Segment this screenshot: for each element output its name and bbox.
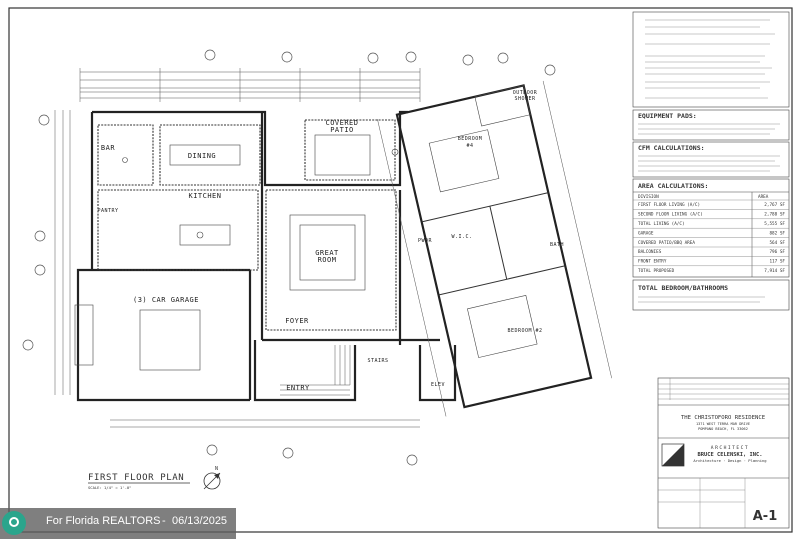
exterior-walls — [76, 110, 457, 402]
area-row-label: FIRST FLOOR LIVING (A/C) — [638, 202, 700, 208]
watermark-brand: For Florida REALTORS — [46, 515, 161, 527]
room-label-bedroom-2: BEDROOM #2 — [507, 328, 542, 334]
architect-label: ARCHITECT — [711, 445, 749, 451]
stair-treads — [280, 345, 351, 396]
realtors-logo-icon — [2, 511, 26, 535]
room-label-bath: BATH — [550, 242, 564, 248]
plan-scale: SCALE: 1/4" = 1'-0" — [88, 485, 131, 490]
architect-name: BRUCE CELENSKI, INC. — [698, 452, 763, 458]
project-address-1: 1371 WEST TERRA MAR DRIVE — [696, 422, 750, 426]
room-label-kitchen: KITCHEN — [188, 192, 221, 200]
area-table-rows: FIRST FLOOR LIVING (A/C) 2,767 SF SECOND F… — [633, 199, 789, 274]
area-row-value: 882 SF — [769, 230, 785, 236]
room-label-shower: SHOWER — [514, 96, 536, 102]
room-label-bedroom-4-num: #4 — [466, 143, 473, 149]
grid-bubbles-top — [22, 49, 556, 466]
architect-logo-icon — [661, 443, 685, 467]
room-label-bedroom-4: BEDROOM — [458, 136, 483, 142]
area-row-label: GARAGE — [638, 230, 654, 236]
area-row-label: TOTAL LIVING (A/C) — [638, 221, 685, 227]
room-label-entry: ENTRY — [286, 384, 310, 392]
area-row-label: FRONT ENTRY — [638, 259, 667, 265]
room-label-patio: PATIO — [330, 126, 354, 134]
area-calculations-header: AREA CALCULATIONS: — [638, 182, 708, 190]
watermark-date: 06/13/2025 — [172, 515, 228, 527]
room-label-garage: (3) CAR GARAGE — [133, 296, 199, 304]
room-label-pwdr: PWDR — [418, 238, 433, 244]
bedroom-wing — [377, 80, 612, 417]
room-label-great: GREAT — [315, 249, 339, 257]
equipment-pads-header: EQUIPMENT PADS: — [638, 112, 697, 120]
area-row-value: 117 SF — [769, 259, 785, 265]
dimension-lines — [54, 68, 421, 428]
svg-text:N: N — [215, 466, 218, 472]
area-row-label: COVERED PATIO/BBQ AREA — [638, 240, 695, 246]
room-label-covered: COVERED — [325, 119, 358, 127]
cfm-calculations-header: CFM CALCULATIONS: — [638, 144, 705, 152]
listing-watermark: For Florida REALTORS - 06/13/2025 — [0, 508, 236, 539]
area-col-area: AREA — [758, 194, 769, 200]
sheet-border — [8, 7, 793, 533]
north-arrow-icon: N — [203, 466, 221, 490]
area-col-division: DIVISION — [638, 194, 659, 200]
area-row-value: 2,767 SF — [764, 202, 785, 208]
area-row-value: 564 SF — [769, 240, 785, 246]
title-block: THE CHRISTOFORO RESIDENCE 1371 WEST TERR… — [657, 377, 790, 529]
interior-walls — [97, 119, 397, 331]
room-label-bar: BAR — [101, 144, 115, 152]
room-label-outdoor: OUTDOOR — [513, 90, 538, 96]
area-row-label: SECOND FLOOR LIVING (A/C) — [638, 212, 703, 218]
room-label-foyer: FOYER — [285, 317, 309, 325]
architect-sub: Architecture · Design · Planning — [693, 458, 766, 463]
plan-title: FIRST FLOOR PLAN — [88, 473, 184, 483]
furniture — [74, 134, 399, 371]
room-labels: BAR DINING COVERED PATIO KITCHEN PANTRY … — [97, 90, 564, 392]
room-label-dining: DINING — [188, 152, 216, 160]
area-row-value: 7,914 SF — [764, 268, 785, 274]
project-address-2: POMPANO BEACH, FL 33062 — [698, 427, 748, 431]
bed-bath-header: TOTAL BEDROOM/BATHROOMS — [638, 284, 728, 292]
room-label-stairs: STAIRS — [367, 358, 388, 364]
area-row-label: BALCONIES — [638, 249, 662, 255]
room-label-wic: W.I.C. — [451, 234, 472, 240]
area-row-label: TOTAL PROPOSED — [638, 268, 675, 274]
watermark-separator: - — [162, 515, 166, 527]
room-label-elev: ELEV — [431, 382, 445, 388]
project-name: THE CHRISTOFORO RESIDENCE — [681, 415, 766, 421]
area-row-value: 2,788 SF — [764, 212, 785, 218]
area-row-value: 796 SF — [769, 249, 785, 255]
notes-panel: EQUIPMENT PADS: CFM CALCULATIONS: AREA C… — [632, 11, 790, 311]
room-label-pantry: PANTRY — [97, 208, 118, 214]
room-label-room: ROOM — [318, 256, 337, 264]
sheet-number: A-1 — [753, 509, 778, 524]
area-row-value: 5,555 SF — [764, 221, 785, 227]
